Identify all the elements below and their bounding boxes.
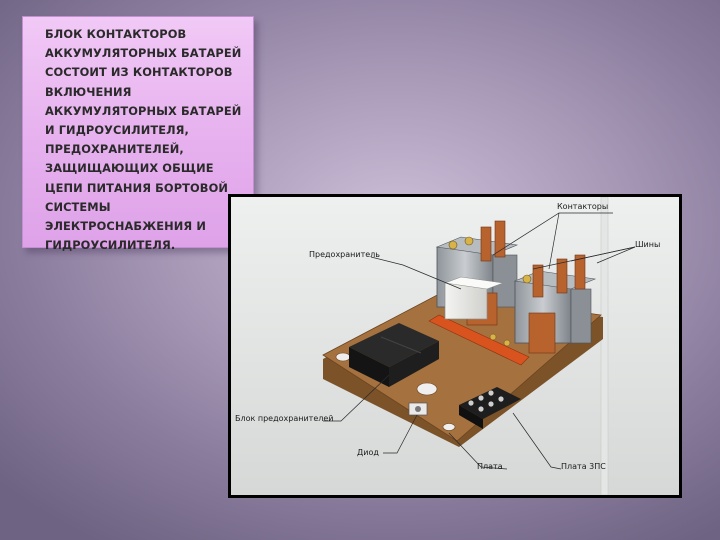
description-text: БЛОК КОНТАКТОРОВ АККУМУЛЯТОРНЫХ БАТАРЕЙ … <box>45 27 242 253</box>
contactor-block-figure: Контакторы Предохранитель Шины Блок пред… <box>228 194 682 498</box>
label-fuse: Предохранитель <box>309 250 380 259</box>
contactor-block-illustration: Контакторы Предохранитель Шины Блок пред… <box>231 197 679 495</box>
fuse <box>444 276 511 347</box>
leader-lines <box>323 212 636 470</box>
label-board: Плата <box>477 462 503 471</box>
label-diode: Диод <box>357 448 379 457</box>
fuse-block <box>349 323 439 387</box>
label-board-3ps: Плата 3ПС <box>561 462 606 471</box>
label-busbars: Шины <box>635 240 660 249</box>
terminal-block <box>459 387 521 429</box>
contactor-right <box>513 254 597 354</box>
label-fuse-block: Блок предохранителей <box>235 414 334 423</box>
label-contactors: Контакторы <box>557 202 608 211</box>
wall-post <box>600 197 609 495</box>
diode <box>408 402 428 416</box>
description-box: БЛОК КОНТАКТОРОВ АККУМУЛЯТОРНЫХ БАТАРЕЙ … <box>22 16 254 252</box>
orange-rail <box>428 314 530 366</box>
